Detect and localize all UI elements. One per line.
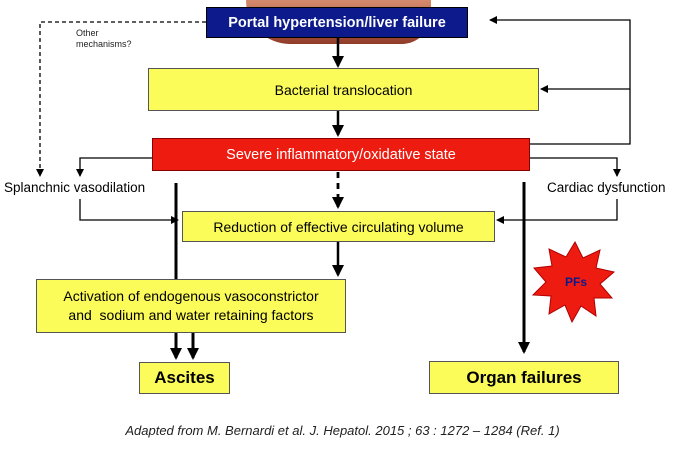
connector-inflammatory-to-splanchnic [76,157,152,177]
connector-cardiac-to-reduction [496,199,618,224]
node-ascites-label: Ascites [154,368,215,387]
node-reduction-volume: Reduction of effective circulating volum… [182,211,495,242]
label-other-mechanisms-line2: mechanisms? [76,39,132,49]
pfs-label: PFs [564,275,587,289]
citation-text: Adapted from M. Bernardi et al. J. Hepat… [125,423,560,438]
node-portal-hypertension: Portal hypertension/liver failure [206,7,468,38]
node-activation: Activation of endogenous vasoconstrictor… [36,279,346,333]
node-organ-failures: Organ failures [429,361,619,394]
node-activation-label-line1: Activation of endogenous vasoconstrictor [63,288,319,304]
pfs-burst-shape [531,240,616,324]
node-organ-failures-label: Organ failures [466,367,582,387]
label-other-mechanisms-line1: Other [76,28,99,38]
label-other-mechanisms: Other mechanisms? [76,28,132,50]
dashed-connector-other-mechanisms [36,21,206,177]
node-bacterial-translocation: Bacterial translocation [148,68,539,111]
node-bacterial-translocation-label: Bacterial translocation [274,81,413,98]
connector-splanchnic-to-reduction [79,199,179,224]
node-ascites: Ascites [139,362,230,394]
node-portal-hypertension-label: Portal hypertension/liver failure [228,14,446,31]
connector-inflammatory-to-cardiac [530,157,621,177]
feedback-connector-right [489,16,631,145]
node-inflammatory-state-label: Severe inflammatory/oxidative state [226,146,456,163]
node-inflammatory-state: Severe inflammatory/oxidative state [152,138,530,171]
node-reduction-volume-label: Reduction of effective circulating volum… [213,218,464,235]
node-cardiac-dysfunction: Cardiac dysfunction [547,180,666,195]
node-activation-label-line2: and sodium and water retaining factors [68,307,314,323]
node-splanchnic-vasodilation: Splanchnic vasodilation [4,180,146,195]
